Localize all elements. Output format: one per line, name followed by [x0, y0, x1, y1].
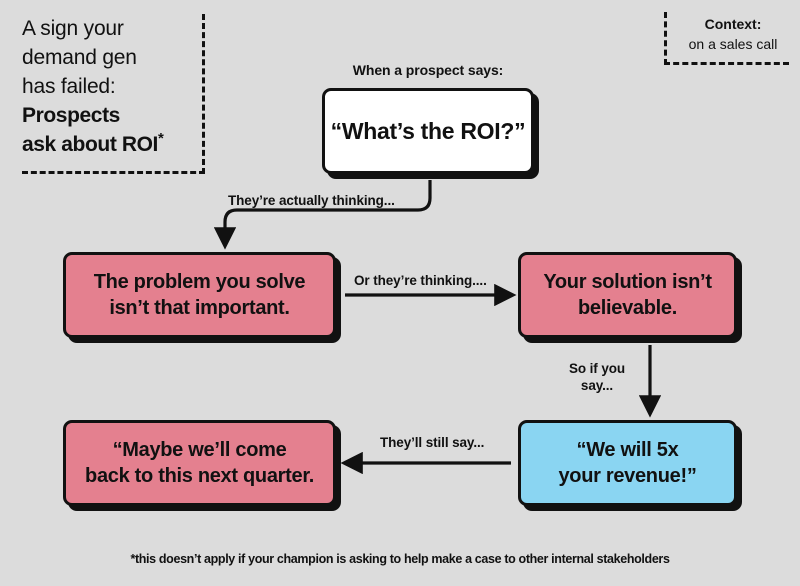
node-problem-text: The problem you solve isn’t that importa…	[94, 269, 306, 321]
footnote: *this doesn’t apply if your champion is …	[130, 552, 670, 566]
node-maybe-next-quarter[interactable]: “Maybe we’ll come back to this next quar…	[63, 420, 336, 506]
node-problem-line-1: The problem you solve	[93, 271, 306, 293]
node-problem-line-2: isn’t that important.	[109, 297, 290, 319]
headline-block: A sign your demand gen has failed: Prosp…	[22, 14, 205, 174]
node-revenue-text: “We will 5x your revenue!”	[558, 437, 696, 489]
headline-line-1: A sign your	[22, 17, 124, 40]
headline-line-4: Prospects	[22, 104, 120, 127]
headline-line-3: has failed:	[22, 75, 116, 98]
node-maybe-line-2: back to this next quarter.	[85, 465, 314, 487]
node-revenue-line-2: your revenue!”	[558, 465, 697, 487]
headline-asterisk: *	[158, 130, 164, 147]
context-title: Context:	[704, 16, 762, 32]
node-believable-line-2: believable.	[578, 297, 677, 319]
edge-label-so-if-you-say: So if you say...	[568, 361, 626, 393]
node-solution-not-believable[interactable]: Your solution isn’t believable.	[518, 252, 737, 338]
edge-label-theyre-actually-thinking: They’re actually thinking...	[228, 193, 395, 208]
node-revenue-line-1: “We will 5x	[576, 439, 679, 461]
node-whats-the-roi[interactable]: “What’s the ROI?”	[322, 88, 534, 174]
headline-line-5: ask about ROI*	[22, 130, 190, 159]
node-we-will-5x-your-revenue[interactable]: “We will 5x your revenue!”	[518, 420, 737, 506]
arrow-quote-to-problem	[213, 180, 432, 250]
context-block: Context: on a sales call	[664, 12, 789, 65]
node-problem-not-important[interactable]: The problem you solve isn’t that importa…	[63, 252, 336, 338]
edge-label-theyll-still-say: They’ll still say...	[380, 435, 485, 450]
node-believable-text: Your solution isn’t believable.	[543, 269, 712, 321]
node-believable-line-1: Your solution isn’t	[543, 271, 712, 293]
edge-label-or-theyre-thinking: Or they’re thinking....	[354, 273, 487, 288]
node-maybe-text: “Maybe we’ll come back to this next quar…	[85, 437, 314, 489]
node-quote-text: “What’s the ROI?”	[330, 118, 526, 144]
node-maybe-line-1: “Maybe we’ll come	[112, 439, 287, 461]
context-subtitle: on a sales call	[688, 36, 778, 52]
headline-line-2: demand gen	[22, 46, 137, 69]
caption-when-a-prospect-says: When a prospect says:	[352, 62, 504, 78]
headline-line-5-text: ask about ROI	[22, 133, 158, 156]
